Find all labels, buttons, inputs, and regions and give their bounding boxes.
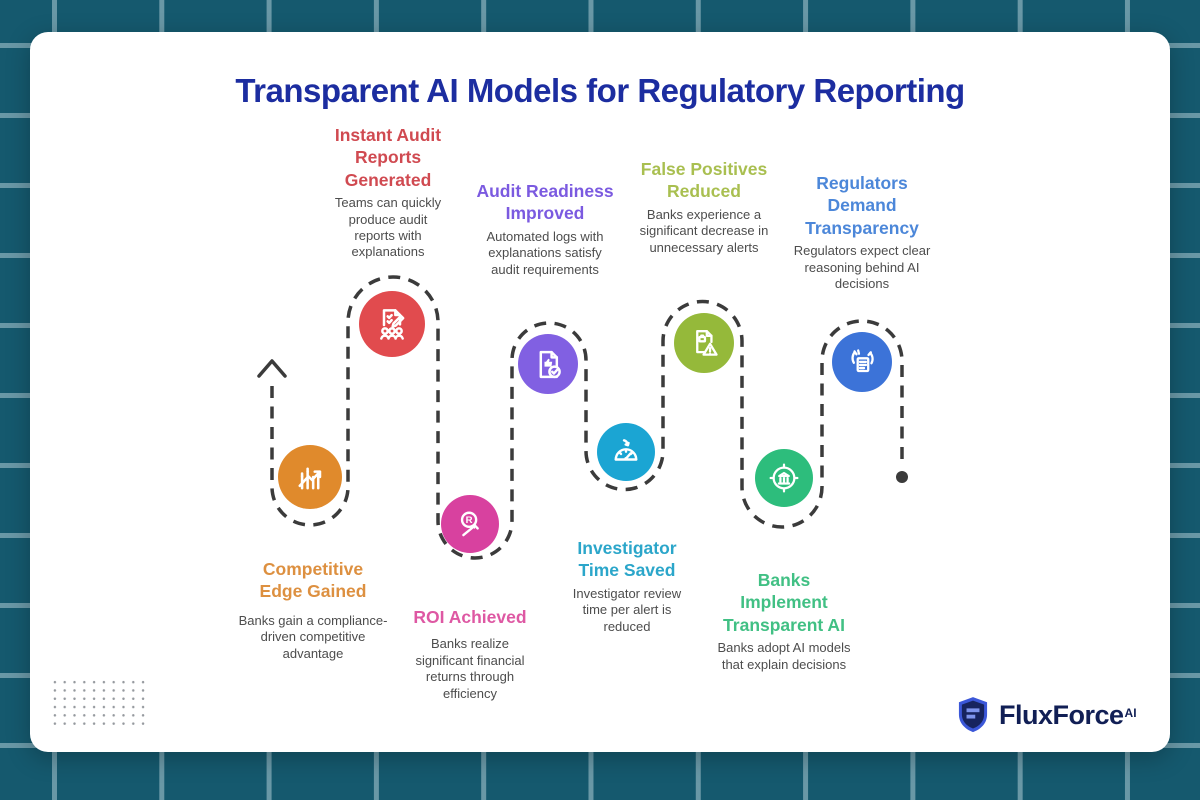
node-false-positives: [674, 313, 734, 373]
brand-suffix: AI: [1124, 706, 1137, 721]
bank-target-icon: [769, 463, 799, 493]
step-competitive-edge: Competitive Edge Gained Banks gain a com…: [228, 558, 398, 662]
hands-document-icon: [850, 348, 874, 372]
step-title: Banks Implement Transparent AI: [723, 570, 845, 635]
step-description: Teams can quickly produce audit reports …: [334, 195, 442, 260]
step-description: Automated logs with explanations satisfy…: [486, 228, 604, 277]
brand-logo: FluxForceAI: [956, 696, 1137, 734]
brand-name: FluxForceAI: [999, 699, 1137, 730]
page-title: Transparent AI Models for Regulatory Rep…: [235, 72, 965, 109]
step-false-positives: False Positives Reduced Banks experience…: [619, 158, 789, 256]
node-roi-achieved: R: [441, 495, 499, 553]
step-description: Banks realize significant financial retu…: [415, 636, 525, 701]
step-description: Investigator review time per alert is re…: [572, 585, 682, 634]
step-audit-readiness: Audit Readiness Improved Automated logs …: [465, 180, 625, 278]
node-regulators-demand: [832, 332, 892, 392]
growth-chart-icon: [298, 467, 322, 490]
step-banks-implement: Banks Implement Transparent AI Banks ado…: [699, 569, 869, 673]
step-instant-audit: Instant Audit Reports Generated Teams ca…: [313, 124, 463, 261]
node-banks-implement: [755, 449, 813, 507]
dots-decoration: [50, 678, 148, 728]
svg-text:R: R: [466, 515, 473, 526]
step-title: ROI Achieved: [413, 607, 527, 627]
node-audit-readiness: [518, 334, 578, 394]
step-title: Instant Audit Reports Generated: [334, 125, 442, 190]
step-title: False Positives Reduced: [640, 159, 768, 202]
step-investigator-time: Investigator Time Saved Investigator rev…: [547, 537, 707, 635]
document-check-icon: [539, 350, 561, 378]
step-title: Regulators Demand Transparency: [805, 173, 919, 238]
step-title: Competitive Edge Gained: [259, 559, 367, 602]
roi-magnifier-icon: R: [460, 511, 479, 537]
step-description: Banks adopt AI models that explain decis…: [717, 640, 851, 672]
node-competitive-edge: [278, 445, 342, 509]
step-roi-achieved: ROI Achieved Banks realize significant f…: [395, 606, 545, 702]
time-gauge-icon: [614, 439, 638, 461]
step-regulators-demand: Regulators Demand Transparency Regulator…: [787, 172, 937, 292]
document-alert-icon: [695, 329, 718, 356]
node-investigator-time: [597, 423, 655, 481]
audit-report-icon: [380, 309, 405, 340]
step-title: Audit Readiness Improved: [476, 181, 614, 224]
infographic-card: Transparent AI Models for Regulatory Rep…: [30, 32, 1170, 752]
shield-logo-icon: [958, 697, 988, 733]
step-description: Banks gain a compliance-driven competiti…: [238, 612, 388, 661]
step-description: Regulators expect clear reasoning behind…: [793, 243, 931, 291]
node-instant-audit: [359, 291, 425, 357]
step-description: Banks experience a significant decrease …: [639, 206, 769, 255]
step-title: Investigator Time Saved: [577, 538, 677, 581]
